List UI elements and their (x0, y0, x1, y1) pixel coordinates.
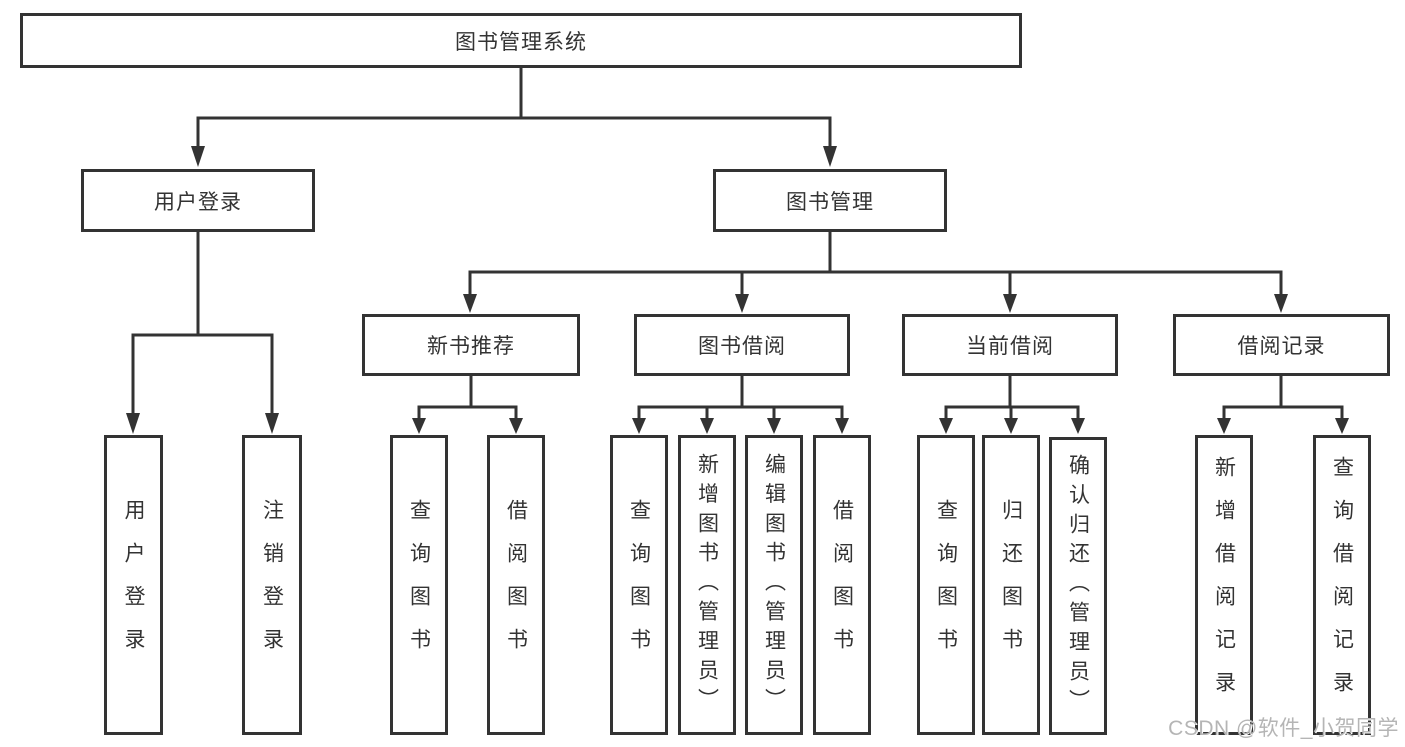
leaf-label: 借阅图书 (830, 498, 854, 672)
leaf-add-borrow-record: 新增借阅记录 (1195, 435, 1253, 735)
leaf-add-books-admin: 新增图书（管理员） (678, 435, 736, 735)
node-book-management: 图书管理 (713, 169, 947, 232)
node-current-borrow: 当前借阅 (902, 314, 1118, 376)
node-label: 图书借阅 (698, 335, 786, 358)
leaf-query-books: 查询图书 (610, 435, 668, 735)
leaf-logout: 注销登录 (242, 435, 302, 735)
leaf-borrow-books: 借阅图书 (487, 435, 545, 735)
leaf-label: 查询借阅记录 (1330, 455, 1354, 715)
leaf-confirm-return-admin: 确认归还（管理员） (1049, 437, 1107, 735)
leaf-label: 确认归还（管理员） (1066, 453, 1090, 719)
leaf-query-books: 查询图书 (917, 435, 975, 735)
node-label: 图书管理 (786, 190, 874, 214)
leaf-edit-books-admin: 编辑图书（管理员） (745, 435, 803, 735)
leaf-query-borrow-record: 查询借阅记录 (1313, 435, 1371, 735)
node-label: 用户登录 (154, 190, 242, 214)
node-library-management-system: 图书管理系统 (20, 13, 1022, 68)
leaf-label: 归还图书 (999, 498, 1023, 672)
leaf-label: 新增借阅记录 (1212, 455, 1236, 715)
leaf-label: 查询图书 (407, 498, 431, 672)
leaf-user-login: 用户登录 (104, 435, 163, 735)
leaf-borrow-books: 借阅图书 (813, 435, 871, 735)
node-label: 当前借阅 (966, 335, 1054, 358)
leaf-label: 注销登录 (260, 498, 284, 672)
node-label: 借阅记录 (1237, 335, 1326, 358)
csdn-watermark: CSDN @软件_小贺同学 (1168, 717, 1399, 740)
node-borrow-records: 借阅记录 (1173, 314, 1390, 376)
leaf-label: 用户登录 (122, 498, 145, 672)
node-label: 新书推荐 (427, 335, 515, 358)
node-book-borrow: 图书借阅 (634, 314, 850, 376)
leaf-label: 借阅图书 (504, 498, 528, 672)
leaf-label: 新增图书（管理员） (695, 452, 719, 718)
node-user-login: 用户登录 (81, 169, 315, 232)
leaf-return-books: 归还图书 (982, 435, 1040, 735)
leaf-label: 查询图书 (627, 498, 651, 672)
node-new-book-recommend: 新书推荐 (362, 314, 580, 376)
leaf-query-books: 查询图书 (390, 435, 448, 735)
leaf-label: 编辑图书（管理员） (762, 452, 786, 718)
leaf-label: 查询图书 (934, 498, 958, 672)
node-label: 图书管理系统 (455, 30, 587, 54)
